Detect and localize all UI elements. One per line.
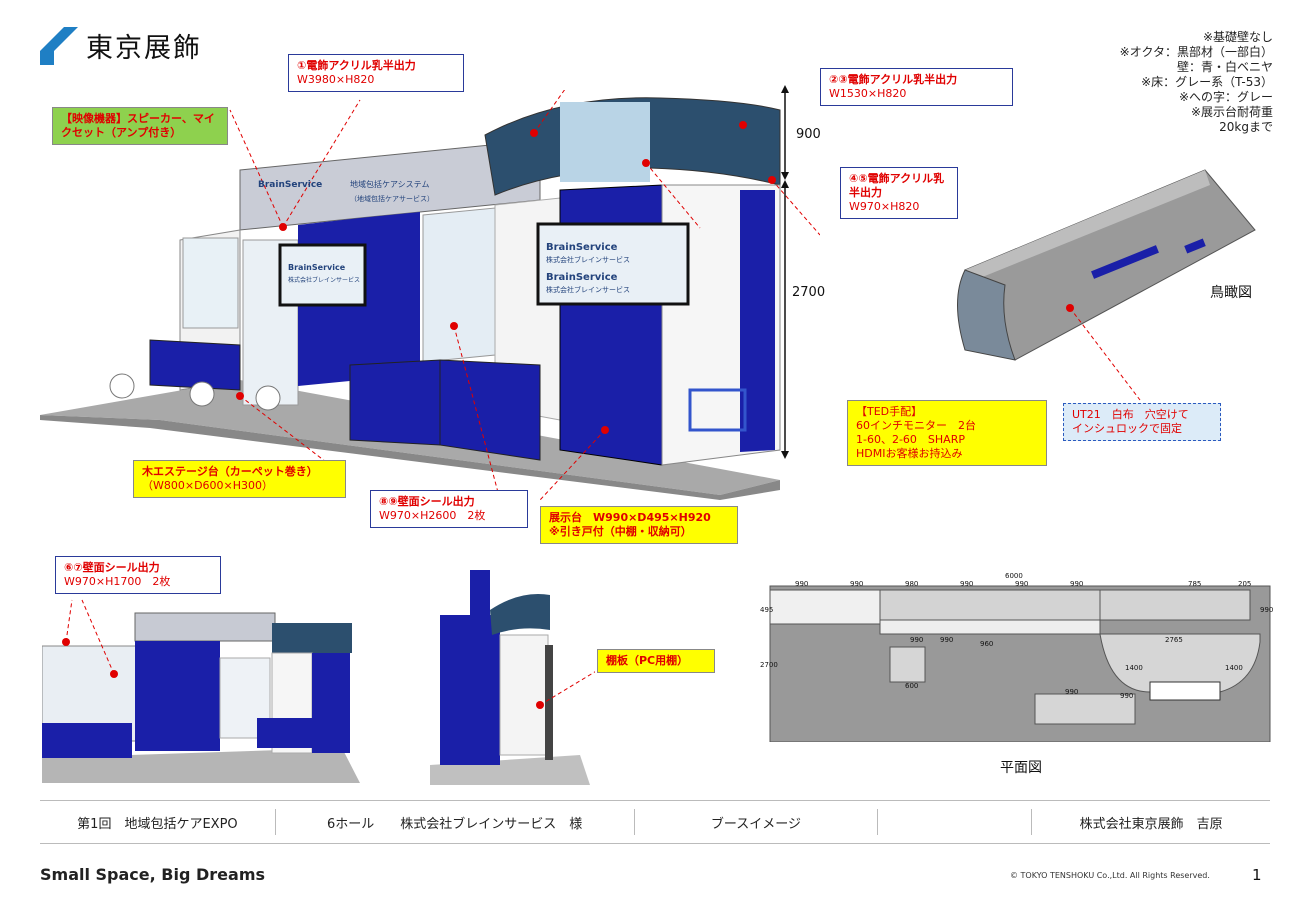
monitor-brand-2: BrainService [546,242,618,253]
plan-dim: 990 [1065,688,1078,696]
page-number: 1 [1252,866,1262,884]
footer-blank [878,809,1033,835]
plan-dim: 960 [980,640,993,648]
callout-cloth: UT21 白布 穴空けて インシュロックで固定 [1063,403,1221,441]
monitor-brand-3: BrainService [546,272,618,283]
plan-dim: 2700 [760,661,778,669]
plan-dim: 1400 [1225,664,1243,672]
fascia-text: 地域包括ケアシステム [350,179,429,189]
birdseye-label: 鳥瞰図 [1210,285,1252,301]
dimension-arrows [781,85,789,459]
note-line: ※への字：グレー [1178,90,1273,104]
callout-av-equipment: 【映像機器】スピーカー、マイクセット（アンプ付き） [52,107,228,145]
note-line: ※床：グレー系（T-53） [1141,75,1273,89]
logo-text: 東京展飾 [86,33,202,64]
company-logo: 東京展飾 [40,26,202,65]
callout-wall-seal-2: ⑥⑦壁面シール出力 W970×H1700 2枚 [55,556,221,594]
plan-dim: 990 [795,580,808,588]
fascia-brand: BrainService [258,180,322,190]
plan-dim: 205 [1238,580,1251,588]
monitor-brand-jp-2: 株式会社ブレインサービス [546,255,630,264]
footer-info-table: 第1回 地域包括ケアEXPO 6ホール 株式会社ブレインサービス 様 ブースイメ… [40,800,1270,844]
plan-dim: 600 [905,682,918,690]
plan-dim: 2765 [1165,636,1183,644]
plan-dim: 990 [1260,606,1273,614]
plan-dim: 990 [960,580,973,588]
plan-dim: 990 [940,636,953,644]
callout-fascia-1: ①電飾アクリル乳半出力 W3980×H820 [288,54,464,92]
callout-display-stand: 展示台 W990×D495×H920 ※引き戸付（中棚・収納可） [540,506,738,544]
plan-dim: 990 [850,580,863,588]
birdseye-leader [1069,307,1141,401]
plan-view: 6000 990 990 980 990 990 990 785 205 495… [760,572,1273,742]
plan-label: 平面図 [1000,760,1042,776]
note-line: 壁：青・白ベニヤ [1176,60,1273,74]
birdseye-render [957,169,1256,361]
monitor-brand: BrainService [288,263,346,272]
note-line: ※展示台耐荷重 [1190,105,1273,119]
monitor-brand-jp: 株式会社ブレインサービス [288,276,360,284]
plan-dim: 990 [1015,580,1028,588]
plan-dim: 495 [760,606,773,614]
footer-doc-type: ブースイメージ [635,809,879,835]
logo-mark-icon [40,26,78,65]
small-booth-render-front [42,599,360,783]
slogan: Small Space, Big Dreams [40,865,266,884]
monitor-brand-jp-3: 株式会社ブレインサービス [546,285,630,294]
footer-event: 第1回 地域包括ケアEXPO [40,809,276,835]
callout-wall-seal-1: ⑧⑨壁面シール出力 W970×H2600 2枚 [370,490,528,528]
booth-notes: ※基礎壁なし ※オクタ：黒部材（一部白） 壁：青・白ベニヤ ※床：グレー系（T-… [1120,30,1273,135]
plan-dim: 990 [1070,580,1083,588]
plan-dim: 785 [1188,580,1201,588]
plan-dim: 980 [905,580,918,588]
note-line: ※基礎壁なし [1202,30,1273,44]
main-booth-render: BrainService 地域包括ケアシステム （地域包括ケアサービス） Bra… [40,90,820,500]
footer-author: 株式会社東京展飾 吉原 [1079,816,1223,832]
dim-900: 900 [796,127,821,142]
callout-fascia-2: ②③電飾アクリル乳半出力 W1530×H820 [820,68,1013,106]
plan-dim: 990 [1120,692,1133,700]
footer-hall-client: 6ホール 株式会社ブレインサービス 様 [276,809,635,835]
dim-2700: 2700 [792,285,826,300]
callout-stage: 木エステージ台（カーペット巻き） （W800×D600×H300） [133,460,346,498]
fascia-sub: （地域包括ケアサービス） [350,194,434,203]
copyright: © TOKYO TENSHOKU Co.,Ltd. All Rights Res… [1010,871,1210,880]
note-line: 20kgまで [1219,120,1273,134]
small-booth-render-side [430,570,595,785]
note-line: ※オクタ：黒部材（一部白） [1119,45,1273,59]
callout-ted-arrange: 【TED手配】 60インチモニター 2台 1-60、2-60 SHARP HDM… [847,400,1047,466]
callout-fascia-3: ④⑤電飾アクリル乳半出力 W970×H820 [840,167,958,219]
plan-dim: 1400 [1125,664,1143,672]
callout-shelf: 棚板（PC用棚） [597,649,715,673]
plan-total: 6000 [1005,572,1023,580]
plan-dim: 990 [910,636,923,644]
